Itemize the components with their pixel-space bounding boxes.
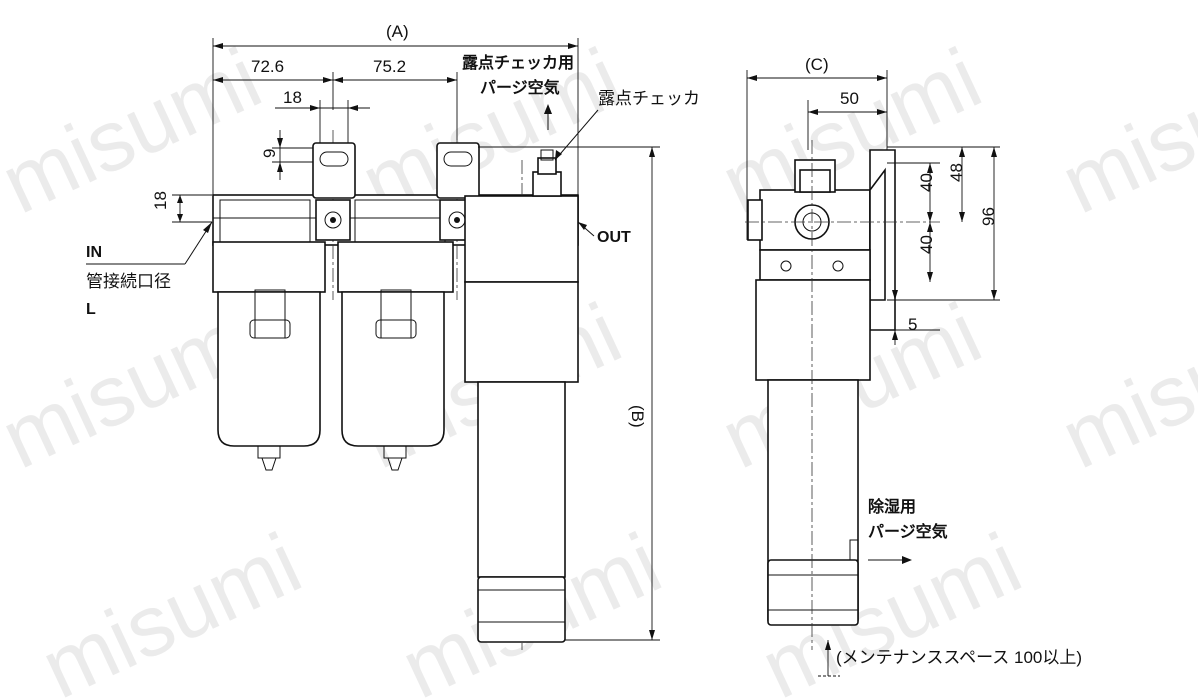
dim-9-label: 9 [260, 149, 279, 158]
dim-a-label: (A) [386, 22, 409, 41]
watermark-text: misumi [1047, 30, 1198, 232]
dim-b-label: (B) [628, 405, 647, 428]
out-label: OUT [597, 229, 631, 246]
port-size-label: 管接続口径 [86, 272, 171, 291]
dim-40-b-label: 40 [917, 235, 936, 254]
dim-50-label: 50 [840, 89, 859, 108]
dim-48-label: 48 [947, 163, 966, 182]
dew-checker-label: 露点チェッカ [598, 89, 700, 108]
dim-18-top-label: 18 [283, 88, 302, 107]
dim-18-left-label: 18 [151, 191, 170, 210]
dim-40-a-label: 40 [917, 173, 936, 192]
dew-checker-purge-label-1: 露点チェッカ用 [462, 53, 574, 72]
watermark-text: misumi [1047, 285, 1198, 487]
dew-checker-purge-label-2: パージ空気 [480, 78, 560, 97]
dim-5-label: 5 [908, 315, 917, 334]
watermark-text: misumi [27, 515, 314, 700]
front-view: (A) 72.6 75.2 18 9 18 IN 管接続口径 L [86, 22, 700, 650]
dim-72-6-label: 72.6 [251, 57, 284, 76]
dim-75-2-label: 75.2 [373, 57, 406, 76]
side-view: (C) 50 40 [745, 55, 1082, 677]
dim-c-label: (C) [805, 55, 829, 74]
maintenance-space-label: (メンテナンススペース 100以上) [836, 648, 1082, 667]
dim-96-label: 96 [979, 207, 998, 226]
dehumid-purge-label-1: 除湿用 [868, 497, 916, 516]
in-label: IN [86, 244, 102, 261]
watermark-group: misumi misumi misumi misumi misumi misum… [0, 30, 1198, 700]
dehumid-purge-label-2: パージ空気 [868, 522, 948, 541]
l-label: L [86, 301, 96, 318]
